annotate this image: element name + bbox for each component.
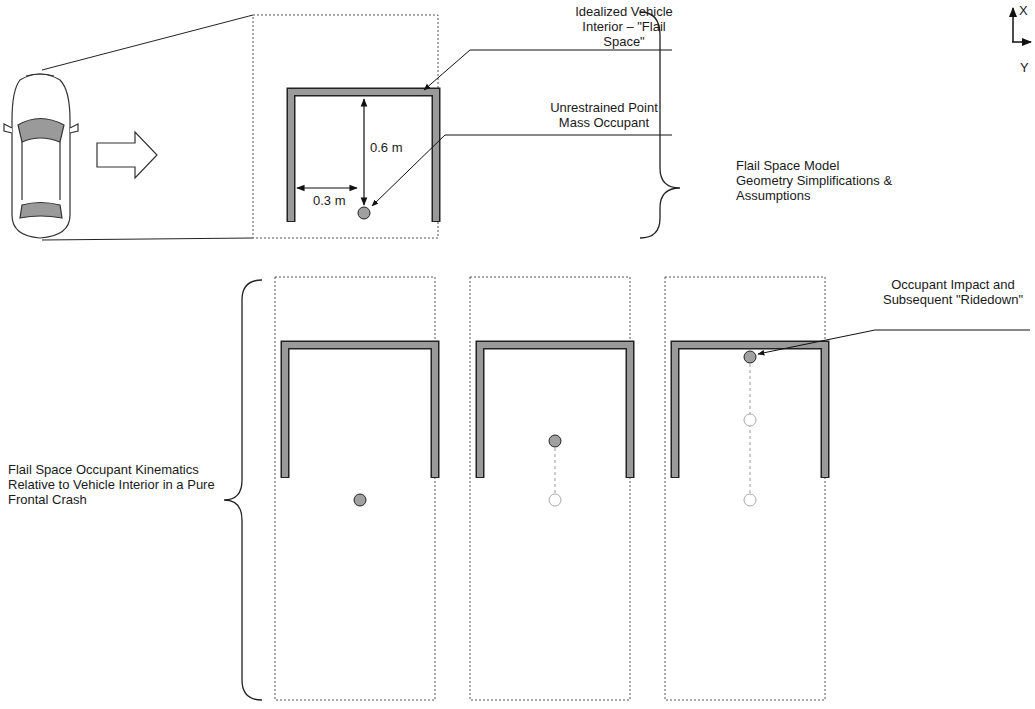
point-mass: [358, 207, 370, 219]
group-caption: Flail Space Occupant Kinematics Relative…: [8, 462, 220, 507]
leader-line: [372, 135, 672, 206]
zoom-line: [42, 238, 253, 240]
group-caption: Flail Space Model Geometry Simplificatio…: [736, 158, 896, 203]
kinematics-panel: [470, 277, 630, 700]
callout-text: Occupant Impact and Subsequent "Ridedown…: [878, 277, 1028, 307]
axis-arrow: [1012, 41, 1031, 43]
car-top-view: [4, 74, 78, 238]
dimension-label: 0.6 m: [370, 140, 403, 155]
dimension-label: 0.3 m: [313, 193, 346, 208]
axis-label: X: [1019, 3, 1028, 18]
flail-space-interior: [291, 92, 436, 222]
callout-text: Unrestrained Point Mass Occupant: [540, 100, 668, 130]
brace: [224, 280, 262, 700]
zoom-line: [42, 15, 253, 70]
kinematics-panel: [275, 277, 435, 700]
leader-line: [424, 50, 672, 90]
leader-line: [758, 330, 1030, 354]
kinematics-panel: [665, 277, 825, 700]
callout-text: Idealized Vehicle Interior – "Flail Spac…: [568, 4, 680, 49]
block-arrow: [97, 132, 157, 178]
axis-label: Y: [1020, 60, 1029, 75]
axis-arrow: [1012, 8, 1014, 42]
dimension-arrow: [297, 187, 357, 188]
dimension-arrow: [363, 99, 364, 205]
dashed-frame: [253, 15, 438, 238]
